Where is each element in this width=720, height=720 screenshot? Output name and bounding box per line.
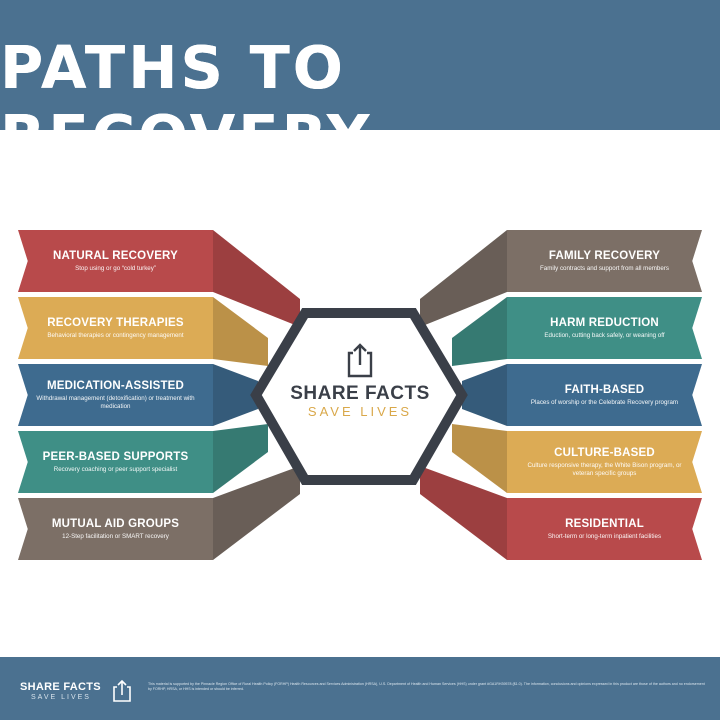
right-banner-1: FAMILY RECOVERY Family contracts and supp… (507, 230, 702, 292)
left-connector-2 (213, 297, 268, 366)
banner-title: HARM REDUCTION (550, 316, 659, 329)
banner-subtitle: Behavioral therapies or contingency mana… (47, 331, 184, 339)
banner-title: MEDICATION-ASSISTED (46, 379, 185, 392)
left-connector-1 (213, 230, 300, 327)
right-connector-4 (452, 424, 507, 493)
footer-logo-subtext: SAVE LIVES (31, 694, 91, 701)
banner-subtitle: Eduction, cutting back safely, or weanin… (544, 331, 665, 339)
right-banner-2: HARM REDUCTION Eduction, cutting back saf… (507, 297, 702, 359)
banner-subtitle: Places of worship or the Celebrate Recov… (530, 398, 679, 406)
footer-logo-text: SHARE FACTS (20, 681, 101, 693)
left-banner-5: MUTUAL AID GROUPS 12-Step facilitation or… (18, 498, 213, 560)
left-connector-4 (213, 424, 268, 493)
right-banner-4: CULTURE-BASED Culture responsive therapy,… (507, 431, 702, 493)
banner-title: CULTURE-BASED (554, 446, 655, 459)
right-connector-1 (420, 230, 507, 327)
banner-subtitle: Family contracts and support from all me… (540, 264, 669, 272)
center-hexagon (250, 308, 468, 485)
right-banner-5: RESIDENTIAL Short-term or long-term inpat… (507, 498, 702, 560)
banner-title: RESIDENTIAL (565, 517, 644, 530)
left-connector-3 (213, 364, 258, 426)
banner-title: RECOVERY THERAPIES (47, 316, 184, 329)
banner-subtitle: Withdrawal management (detoxification) o… (36, 394, 195, 410)
left-banner-3: MEDICATION-ASSISTED Withdrawal management… (18, 364, 213, 426)
right-connector-5 (420, 466, 507, 560)
right-connector-2 (452, 297, 507, 366)
footer-bar (0, 657, 720, 720)
right-banner-3: FAITH-BASED Places of worship or the Cele… (507, 364, 702, 426)
left-banner-4: PEER-BASED SUPPORTS Recovery coaching or … (18, 431, 213, 493)
share-icon (347, 343, 373, 378)
left-connector-5 (213, 466, 300, 560)
banner-subtitle: 12-Step facilitation or SMART recovery (62, 532, 169, 540)
banner-subtitle: Culture responsive therapy, the White Bi… (527, 461, 682, 477)
footer-share-icon (113, 679, 131, 702)
center-title: SHARE FACTS (290, 383, 430, 404)
center-subtitle: SAVE LIVES (307, 404, 413, 419)
banner-subtitle: Stop using or go “cold turkey” (75, 264, 156, 272)
banner-title: FAITH-BASED (564, 383, 645, 396)
banner-subtitle: Short-term or long-term inpatient facili… (547, 532, 662, 540)
footer-disclaimer: This material is supported by the Pinnac… (148, 682, 705, 691)
banner-title: MUTUAL AID GROUPS (51, 517, 180, 530)
banner-title: PEER-BASED SUPPORTS (42, 450, 189, 463)
banner-title: NATURAL RECOVERY (52, 249, 179, 262)
left-banner-1: NATURAL RECOVERY Stop using or go “cold t… (18, 230, 213, 292)
right-connector-3 (462, 364, 507, 426)
banner-title: FAMILY RECOVERY (548, 249, 661, 262)
left-banner-2: RECOVERY THERAPIES Behavioral therapies o… (18, 297, 213, 359)
banner-subtitle: Recovery coaching or peer support specia… (53, 465, 178, 473)
header-banner (0, 0, 720, 130)
